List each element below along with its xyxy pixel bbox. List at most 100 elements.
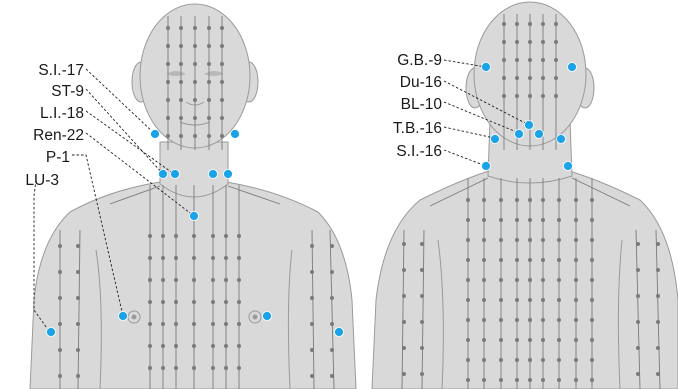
meridian-point xyxy=(148,366,152,370)
meridian-point xyxy=(58,270,62,274)
point-li18-right xyxy=(209,170,218,179)
meridian-point xyxy=(528,238,532,242)
meridian-point xyxy=(220,116,224,120)
point-bl10-right xyxy=(535,130,544,139)
meridian-point xyxy=(482,298,486,302)
meridian-point xyxy=(237,366,241,370)
meridian-point xyxy=(192,278,196,282)
meridian-point xyxy=(224,300,228,304)
meridian-point xyxy=(211,366,215,370)
point-bl10-left xyxy=(515,130,524,139)
meridian-point xyxy=(58,244,62,248)
label-tb16: T.B.-16 xyxy=(393,120,442,137)
meridian-point xyxy=(310,270,314,274)
meridian-point xyxy=(193,26,197,30)
meridian-point xyxy=(237,300,241,304)
meridian-point xyxy=(574,298,578,302)
point-du16 xyxy=(525,121,534,130)
meridian-point xyxy=(402,346,406,350)
meridian-point xyxy=(402,320,406,324)
meridian-point xyxy=(528,198,532,202)
leader-tb16 xyxy=(444,127,494,138)
meridian-point xyxy=(502,76,506,80)
meridian-point xyxy=(590,378,594,382)
meridian-point xyxy=(541,338,545,342)
meridian-point xyxy=(515,278,519,282)
meridian-point xyxy=(193,134,197,138)
meridian-point xyxy=(557,338,561,342)
meridian-point xyxy=(220,26,224,30)
label-st9: ST-9 xyxy=(51,83,84,100)
meridian-point xyxy=(590,198,594,202)
meridian-point xyxy=(656,294,660,298)
point-gb9-left xyxy=(482,63,491,72)
meridian-point xyxy=(420,320,424,324)
meridian-point xyxy=(528,58,532,62)
meridian-point xyxy=(237,344,241,348)
meridian-point xyxy=(330,348,334,352)
label-bl10: BL-10 xyxy=(401,96,443,113)
meridian-point xyxy=(499,278,503,282)
meridian-point xyxy=(179,98,183,102)
meridian-point xyxy=(161,322,165,326)
meridian-point xyxy=(207,44,211,48)
meridian-point xyxy=(515,338,519,342)
meridian-point xyxy=(515,40,519,44)
meridian-point xyxy=(541,76,545,80)
meridian-point xyxy=(482,218,486,222)
point-li18-left xyxy=(171,170,180,179)
label-du16: Du-16 xyxy=(400,74,442,91)
meridian-point xyxy=(528,298,532,302)
meridian-point xyxy=(330,270,334,274)
leader-si16 xyxy=(444,150,486,166)
meridian-point xyxy=(220,44,224,48)
meridian-point xyxy=(420,372,424,376)
meridian-point xyxy=(76,270,80,274)
meridian-point xyxy=(193,116,197,120)
meridian-point xyxy=(466,318,470,322)
meridian-point xyxy=(528,318,532,322)
point-gb9-right xyxy=(568,63,577,72)
meridian-point xyxy=(528,258,532,262)
point-p1-right xyxy=(263,312,272,321)
meridian-point xyxy=(541,40,545,44)
meridian-point xyxy=(499,338,503,342)
meridian-point xyxy=(541,378,545,382)
point-tb16-left xyxy=(491,135,500,144)
meridian-point xyxy=(528,378,532,382)
point-p1-left xyxy=(119,312,128,321)
meridian-point xyxy=(590,238,594,242)
meridian-point xyxy=(590,338,594,342)
meridian-point xyxy=(161,300,165,304)
meridian-point xyxy=(174,278,178,282)
meridian-point xyxy=(515,94,519,98)
nipple-right-center xyxy=(253,315,258,320)
meridian-point xyxy=(207,26,211,30)
meridian-point xyxy=(528,22,532,26)
meridian-point xyxy=(656,268,660,272)
meridian-point xyxy=(466,258,470,262)
meridian-point xyxy=(482,358,486,362)
meridian-point xyxy=(502,22,506,26)
meridian-point xyxy=(515,378,519,382)
meridian-point xyxy=(76,374,80,378)
meridian-point xyxy=(174,256,178,260)
meridian-point xyxy=(574,278,578,282)
meridian-point xyxy=(207,134,211,138)
meridian-point xyxy=(161,234,165,238)
meridian-point xyxy=(590,258,594,262)
meridian-point xyxy=(330,244,334,248)
meridian-point xyxy=(237,234,241,238)
meridian-point xyxy=(557,378,561,382)
meridian-point xyxy=(179,116,183,120)
meridian-point xyxy=(554,76,558,80)
meridian-point xyxy=(330,296,334,300)
meridian-point xyxy=(237,322,241,326)
meridian-point xyxy=(466,198,470,202)
meridian-point xyxy=(541,94,545,98)
point-st9-left xyxy=(159,170,168,179)
meridian-point xyxy=(502,94,506,98)
meridian-point xyxy=(420,268,424,272)
meridian-point xyxy=(148,300,152,304)
